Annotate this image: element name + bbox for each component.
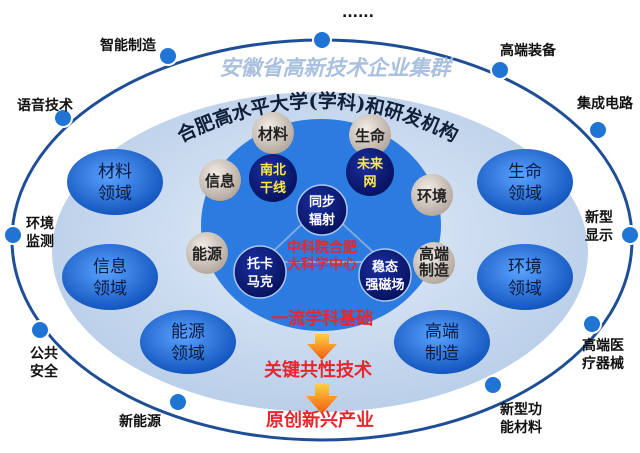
svg-text:生命: 生命 — [508, 162, 542, 182]
svg-text:领域: 领域 — [93, 279, 127, 299]
down-arrow-1 — [307, 334, 337, 360]
node-new-display-2: 显示 — [585, 228, 613, 244]
node-high-end-equipment: 高端装备 — [500, 42, 557, 59]
svg-text:制造: 制造 — [425, 344, 459, 364]
down-arrow-2 — [306, 384, 338, 414]
svg-text:领域: 领域 — [508, 184, 542, 204]
node-new-display: 新型 — [585, 209, 613, 226]
key-tech-label: 关键共性技术 — [264, 359, 372, 381]
svg-text:领域: 领域 — [98, 184, 132, 204]
node-public-safety-2: 安全 — [30, 363, 59, 380]
svg-text:马克: 马克 — [247, 274, 273, 290]
svg-text:材料: 材料 — [258, 125, 288, 143]
svg-text:环境: 环境 — [508, 257, 542, 277]
node-dot[interactable] — [490, 60, 510, 80]
svg-text:信息: 信息 — [205, 172, 235, 190]
node-dot[interactable] — [312, 30, 332, 50]
node-functional-materials-2: 能材料 — [500, 419, 542, 436]
center-label-1: 中科院合肥 — [287, 239, 357, 256]
svg-text:能源: 能源 — [192, 245, 222, 263]
foundation-label: 一流学科基础 — [271, 308, 373, 329]
svg-text:未来: 未来 — [356, 156, 384, 172]
svg-text:强磁场: 强磁场 — [365, 277, 404, 293]
svg-text:南北: 南北 — [260, 162, 286, 178]
discipline-material[interactable]: 材料 — [252, 112, 294, 154]
svg-text:领域: 领域 — [171, 344, 205, 364]
svg-text:信息: 信息 — [93, 257, 127, 277]
node-functional-materials: 新型功 — [500, 401, 542, 418]
svg-text:环境: 环境 — [417, 187, 447, 205]
svg-text:领域: 领域 — [508, 279, 542, 299]
svg-text:材料: 材料 — [98, 162, 132, 182]
node-env-monitoring: 环境 — [26, 215, 54, 232]
node-env-monitoring-2: 监测 — [26, 233, 54, 250]
node-medical-devices-2: 疗器械 — [582, 355, 624, 372]
svg-text:生命: 生命 — [355, 127, 386, 145]
node-integrated-circuit: 集成电路 — [576, 95, 634, 112]
node-public-safety: 公共 — [30, 345, 58, 362]
node-dot[interactable] — [582, 314, 602, 334]
svg-text:能源: 能源 — [171, 322, 205, 342]
node-speech-tech: 语音技术 — [17, 97, 73, 114]
node-dot[interactable] — [588, 120, 608, 140]
svg-text:同步: 同步 — [309, 194, 335, 210]
discipline-environment[interactable]: 环境 — [411, 174, 453, 216]
discipline-information[interactable]: 信息 — [199, 159, 241, 201]
node-dot[interactable] — [483, 375, 503, 395]
discipline-life[interactable]: 生命 — [349, 114, 391, 156]
node-dot[interactable] — [620, 225, 640, 245]
node-dot[interactable] — [168, 392, 188, 412]
facility-future-network[interactable]: 未来网 — [346, 148, 394, 196]
svg-text:托卡: 托卡 — [247, 256, 273, 272]
node-more: ...... — [342, 5, 374, 21]
node-new-energy: 新能源 — [119, 413, 161, 430]
svg-text:辐射: 辐射 — [309, 212, 335, 228]
discipline-energy[interactable]: 能源 — [186, 232, 228, 274]
svg-text:网: 网 — [363, 175, 376, 190]
svg-text:制造: 制造 — [419, 261, 449, 279]
node-dot[interactable] — [3, 225, 23, 245]
node-medical-devices: 高端医 — [582, 337, 624, 354]
node-dot[interactable] — [30, 320, 50, 340]
industry-label: 原创新兴产业 — [266, 409, 374, 431]
svg-text:高端: 高端 — [419, 245, 449, 263]
svg-text:高端: 高端 — [425, 322, 459, 342]
triangle — [259, 203, 387, 263]
node-dot[interactable] — [158, 46, 178, 66]
svg-text:稳态: 稳态 — [372, 259, 398, 275]
cluster-title: 安徽省高新技术企业集群 — [220, 55, 455, 80]
center-label-2: 大科学中心 — [287, 256, 357, 273]
svg-text:干线: 干线 — [260, 180, 286, 196]
node-dot[interactable] — [53, 108, 73, 128]
node-smart-manufacturing: 智能制造 — [99, 37, 156, 54]
